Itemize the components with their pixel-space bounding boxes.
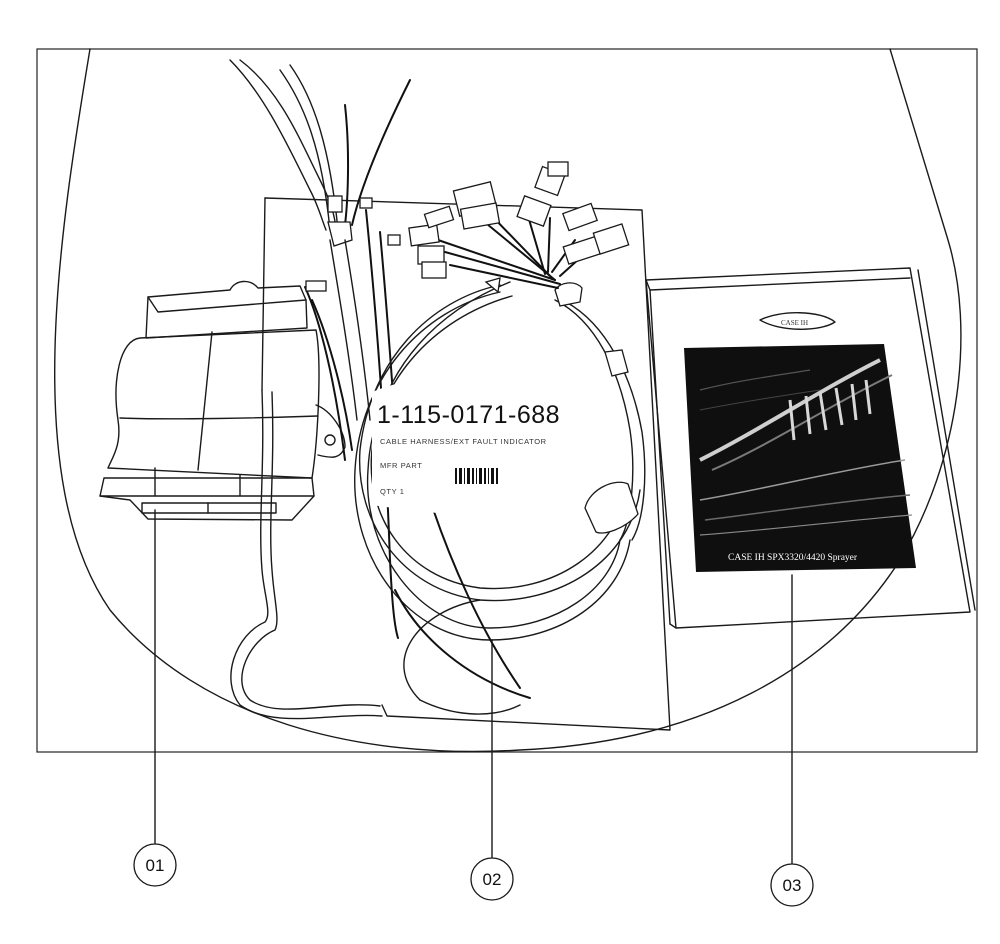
harness-tag-line3: QTY 1: [380, 487, 405, 496]
operator-manual: CASE IH CASE IH SPX3320/4420 Sprayer: [645, 267, 976, 629]
cable-harness: 1-115-0171-688 CABLE HARNESS/EXT FAULT I…: [229, 59, 671, 731]
background-silhouette: [54, 48, 962, 753]
connector-bundle: [387, 161, 630, 289]
diagram-frame: [36, 48, 978, 753]
callout-02-label: 02: [483, 870, 502, 889]
manual-logo: CASE IH: [781, 319, 808, 327]
manual-cover-caption: CASE IH SPX3320/4420 Sprayer: [728, 553, 858, 563]
harness-barcode: [455, 468, 498, 484]
harness-tag: 1-115-0171-688 CABLE HARNESS/EXT FAULT I…: [372, 374, 568, 515]
callout-01: 01: [133, 509, 177, 887]
harness-tag-line1: CABLE HARNESS/EXT FAULT INDICATOR: [380, 437, 547, 446]
callout-02: 02: [470, 639, 514, 901]
manual-cover-photo: [684, 344, 916, 572]
harness-part-number: 1-115-0171-688: [377, 401, 560, 429]
callout-03: 03: [770, 574, 814, 907]
callout-01-label: 01: [146, 856, 165, 875]
control-module: [99, 280, 353, 521]
harness-tag-line2: MFR PART: [380, 461, 422, 470]
callout-03-label: 03: [783, 876, 802, 895]
